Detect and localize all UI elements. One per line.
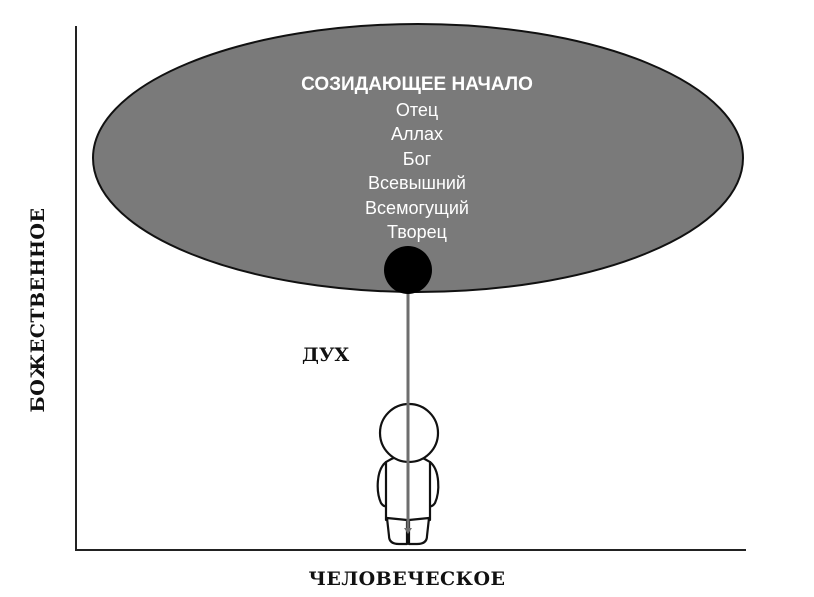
name-almighty: Всемогущий	[365, 197, 469, 218]
name-father: Отец	[395, 100, 439, 120]
creative-source-title: СОЗИДАЮЩЕЕ НАЧАЛО	[301, 74, 533, 95]
x-axis-label: ЧЕЛОВЕЧЕСКОЕ	[308, 568, 506, 590]
ellipse-text-block: СОЗИДАЮЩЕЕ НАЧАЛО Отец Аллах Бог Всевышн…	[187, 72, 647, 244]
cord-arrowhead	[404, 528, 412, 534]
spirit-node	[384, 246, 432, 294]
y-axis-label: БОЖЕСТВЕННОЕ	[27, 207, 49, 413]
name-allah: Аллах	[390, 124, 444, 145]
name-god: Бог	[402, 148, 432, 169]
name-most-high: Всевышний	[367, 173, 466, 194]
human-figure	[376, 402, 440, 546]
spirit-label: ДУХ	[302, 344, 350, 366]
creative-source-ellipse	[92, 23, 744, 293]
name-creator: Творец	[387, 222, 447, 243]
